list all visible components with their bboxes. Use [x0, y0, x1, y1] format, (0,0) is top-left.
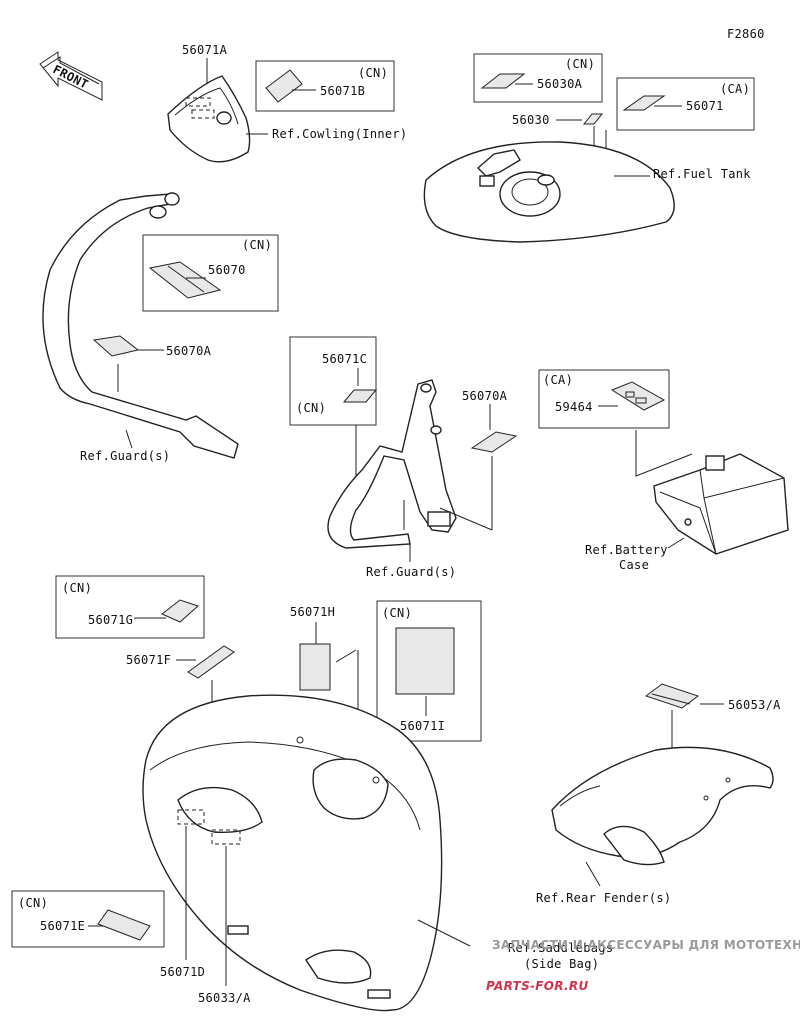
cowling-inner — [167, 75, 251, 163]
front-arrow-icon: FRONT — [39, 51, 103, 101]
part-56071B: 56071B — [320, 84, 365, 98]
part-56053A: 56053/A — [728, 698, 781, 712]
callout-box-56071G: (CN) 56071G — [55, 575, 205, 639]
part-59464: 59464 — [555, 400, 593, 414]
rear-fender — [551, 746, 774, 866]
engine-guard-center — [327, 379, 457, 549]
part-56030A: 56030A — [537, 77, 583, 91]
ref-saddlebags-line1: Ref.Saddlebags — [508, 941, 613, 955]
callout-box-56071I: (CN) 56071I — [376, 600, 482, 742]
market-tag-cn: (CN) — [296, 401, 326, 415]
part-56071G: 56071G — [88, 613, 133, 627]
watermark-brand: PARTS-FOR.RU — [486, 979, 589, 993]
part-56071F: 56071F — [126, 653, 171, 667]
part-56070A-center: 56070A — [462, 389, 508, 403]
watermark-tagline: ЗАПЧАСТИ И АКСЕССУАРЫ ДЛЯ МОТОТЕХНИКИ — [492, 938, 800, 952]
saddlebag — [142, 694, 443, 1012]
part-56071I: 56071I — [400, 719, 445, 733]
callout-box-56070: (CN) 56070 — [142, 234, 279, 312]
figure-code: F2860 — [727, 27, 765, 41]
fuel-tank — [423, 141, 675, 243]
watermark: ЗАПЧАСТИ И АКСЕССУАРЫ ДЛЯ МОТОТЕХНИКИ PA… — [486, 938, 800, 993]
callout-box-56071B: (CN) 56071B — [255, 60, 395, 112]
market-tag-cn: (CN) — [565, 57, 595, 71]
market-tag-cn: (CN) — [18, 896, 48, 910]
engine-guard-left — [42, 192, 239, 459]
ref-rear-fender: Ref.Rear Fender(s) — [536, 891, 671, 905]
market-tag-cn: (CN) — [242, 238, 272, 252]
part-56070: 56070 — [208, 263, 246, 277]
callout-box-56071C: 56071C (CN) — [289, 336, 378, 426]
market-tag-cn: (CN) — [62, 581, 92, 595]
part-56071A: 56071A — [182, 43, 228, 57]
ref-guard-left: Ref.Guard(s) — [80, 449, 170, 463]
market-tag-cn: (CN) — [382, 606, 412, 620]
market-tag-ca: (CA) — [720, 82, 750, 96]
battery-case — [653, 453, 789, 555]
ref-battery-line1: Ref.Battery — [585, 543, 668, 557]
part-56033A: 56033/A — [198, 991, 251, 1005]
ref-battery-line2: Case — [619, 558, 649, 572]
callout-box-56030A: (CN) 56030A — [473, 53, 603, 103]
callout-box-56071E: (CN) 56071E — [11, 890, 165, 948]
callout-box-59464: (CA) 59464 — [538, 369, 670, 429]
ref-fuel-tank: Ref.Fuel Tank — [653, 167, 751, 181]
part-56071H: 56071H — [290, 605, 335, 619]
market-tag-cn: (CN) — [358, 66, 388, 80]
part-56070A-left: 56070A — [166, 344, 212, 358]
callout-box-56071: (CA) 56071 — [616, 77, 755, 131]
part-56071E: 56071E — [40, 919, 85, 933]
market-tag-ca: (CA) — [543, 373, 573, 387]
ref-guard-center: Ref.Guard(s) — [366, 565, 456, 579]
part-56030: 56030 — [512, 113, 550, 127]
part-56071C: 56071C — [322, 352, 367, 366]
ref-saddlebags-line2: (Side Bag) — [524, 957, 599, 971]
part-56071D: 56071D — [160, 965, 205, 979]
ref-cowling-inner: Ref.Cowling(Inner) — [272, 127, 407, 141]
part-56071: 56071 — [686, 99, 724, 113]
